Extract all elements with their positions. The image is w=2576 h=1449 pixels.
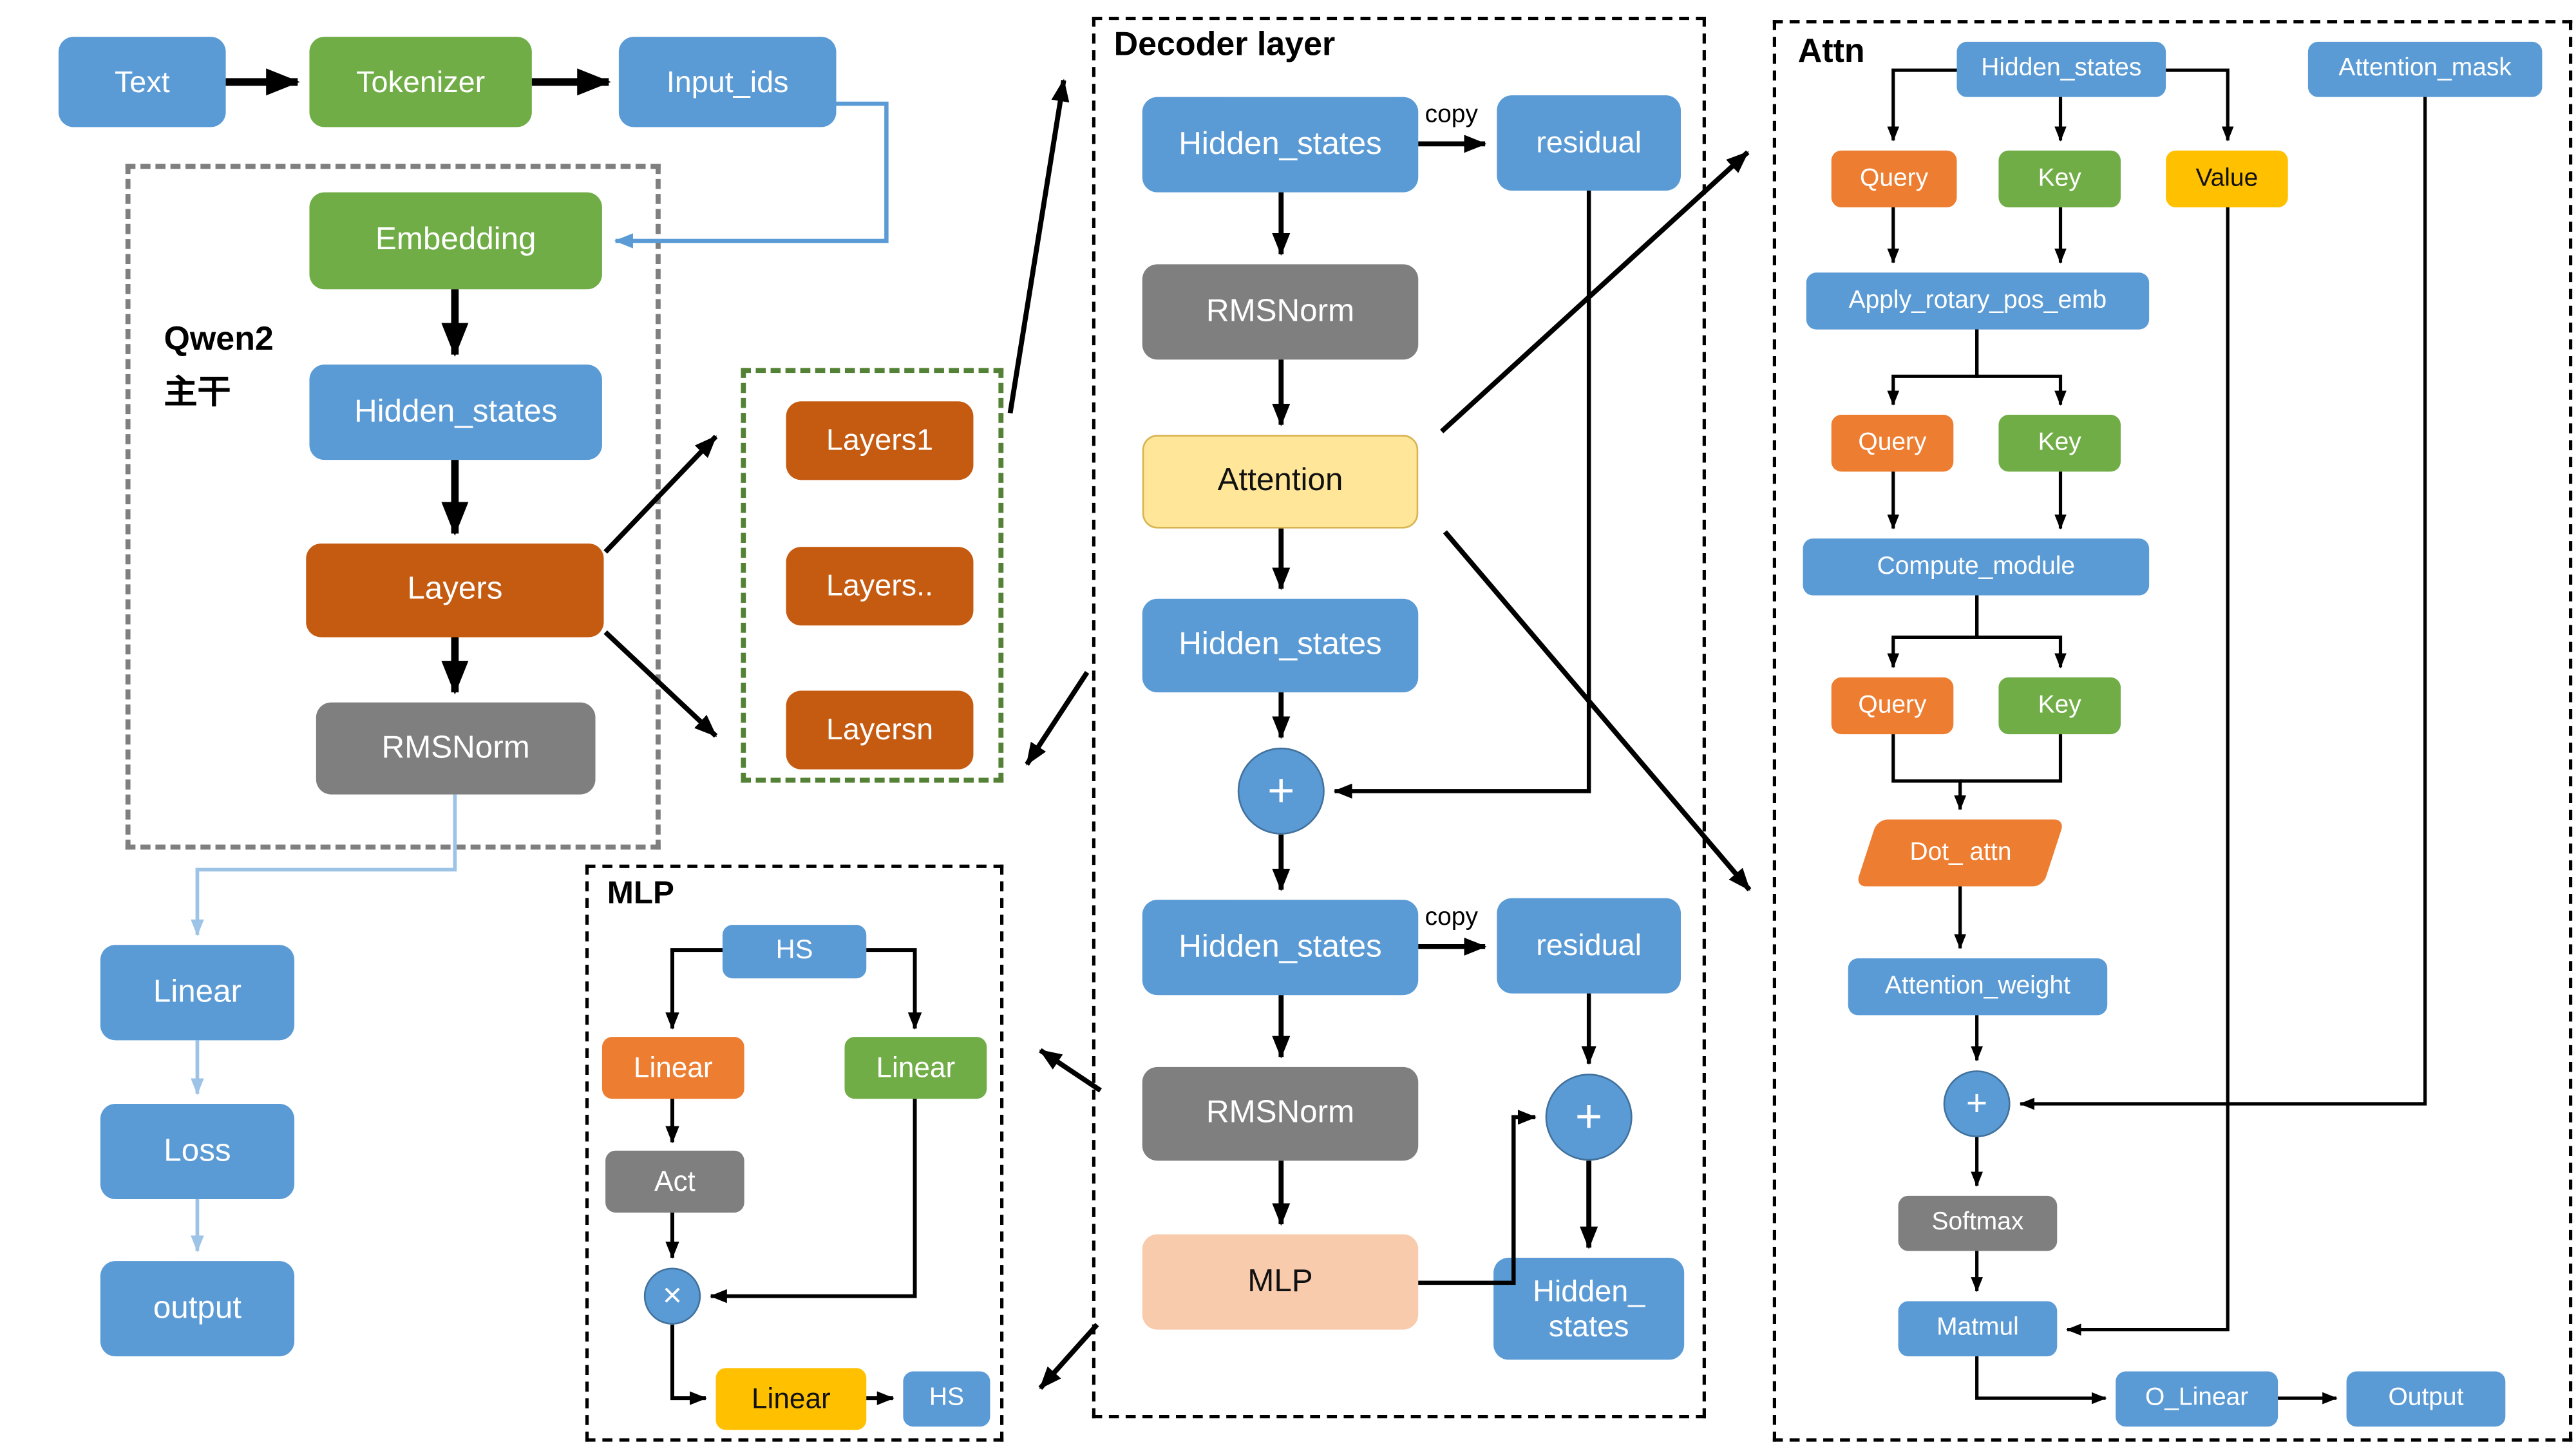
attention-weight-node: Attention_weight	[1848, 958, 2108, 1016]
decoder-copy2-label: copy	[1425, 903, 1478, 932]
decoder-hidden-states-mid-node: Hidden_states	[1142, 598, 1419, 693]
compute-module-node: Compute_module	[1803, 538, 2150, 596]
mlp-down-linear-node: Linear	[715, 1368, 867, 1430]
attn-group-frame	[1772, 20, 2573, 1442]
arrow-group-to-decoder	[1007, 79, 1070, 414]
attn-mask-add-node: +	[1943, 1070, 2011, 1137]
arrow-decoder-to-mlp-top	[1039, 1048, 1102, 1093]
softmax-node: Softmax	[1898, 1195, 2058, 1251]
layers-mid-node: Layers..	[786, 547, 974, 626]
decoder-copy1-label: copy	[1425, 100, 1478, 129]
attn-key2-node: Key	[1998, 415, 2121, 472]
decoder-residual1-node: residual	[1497, 95, 1681, 191]
attn-hidden-states-node: Hidden_states	[1956, 41, 2166, 97]
mlp-group-frame	[585, 864, 1004, 1442]
mlp-act-node: Act	[605, 1150, 744, 1213]
decoder-group-frame	[1092, 16, 1706, 1419]
attn-query2-node: Query	[1831, 415, 1954, 472]
qwen2-title: Qwen2	[164, 321, 274, 358]
o-linear-node: O_Linear	[2116, 1371, 2278, 1427]
mlp-title: MLP	[607, 876, 674, 912]
layers1-node: Layers1	[786, 401, 974, 480]
layers-node: Layers	[306, 544, 604, 638]
decoder-hidden-states-2-node: Hidden_states	[1142, 900, 1419, 996]
attn-value-node: Value	[2166, 150, 2288, 208]
dot-attn-label: Dot_ attn	[1909, 837, 2011, 866]
decoder-hidden-states-out-node: Hidden_ states	[1493, 1257, 1685, 1360]
text-node: Text	[58, 37, 226, 128]
attention-mask-node: Attention_mask	[2307, 41, 2543, 97]
mlp-hs-in-node: HS	[722, 925, 867, 979]
arrow-decoder-to-group	[1025, 670, 1090, 766]
mlp-hs-out-node: HS	[903, 1371, 990, 1427]
decoder-mlp-node: MLP	[1142, 1234, 1419, 1330]
attn-title: Attn	[1797, 33, 1865, 71]
mlp-up-linear-node: Linear	[844, 1037, 987, 1099]
decoder-hidden-states-in-node: Hidden_states	[1142, 97, 1419, 193]
tokenizer-node: Tokenizer	[309, 37, 532, 128]
attn-key3-node: Key	[1998, 677, 2121, 735]
attn-query3-node: Query	[1831, 677, 1954, 735]
matmul-node: Matmul	[1898, 1301, 2058, 1357]
decoder-residual-add1-node: +	[1237, 747, 1325, 835]
dot-attn-node: Dot_ attn	[1855, 819, 2065, 887]
attn-output-node: Output	[2346, 1371, 2506, 1427]
layersn-node: Layersn	[786, 690, 974, 770]
loss-node: Loss	[100, 1104, 295, 1200]
qwen2-rmsnorm-node: RMSNorm	[316, 702, 596, 795]
head-linear-node: Linear	[100, 945, 295, 1041]
attn-key1-node: Key	[1998, 150, 2121, 208]
decoder-attention-node: Attention	[1142, 435, 1419, 529]
decoder-rmsnorm1-node: RMSNorm	[1142, 264, 1419, 360]
decoder-title: Decoder layer	[1113, 26, 1336, 64]
output-node: output	[100, 1261, 295, 1357]
input-ids-node: Input_ids	[618, 37, 837, 128]
layers-group-frame	[741, 368, 1004, 783]
embedding-node: Embedding	[309, 192, 602, 290]
arrow-decoder-to-mlp-bottom	[1038, 1323, 1099, 1390]
mlp-gate-linear-node: Linear	[601, 1037, 744, 1099]
decoder-rmsnorm2-node: RMSNorm	[1142, 1066, 1419, 1161]
attn-query1-node: Query	[1831, 150, 1957, 208]
decoder-residual-add2-node: +	[1545, 1074, 1633, 1161]
mlp-multiply-node: ×	[643, 1267, 701, 1325]
qwen2-subtitle: 主干	[164, 374, 231, 412]
decoder-residual2-node: residual	[1497, 898, 1681, 994]
qwen2-hidden-states-node: Hidden_states	[309, 365, 602, 460]
rotary-pos-emb-node: Apply_rotary_pos_emb	[1806, 272, 2150, 330]
